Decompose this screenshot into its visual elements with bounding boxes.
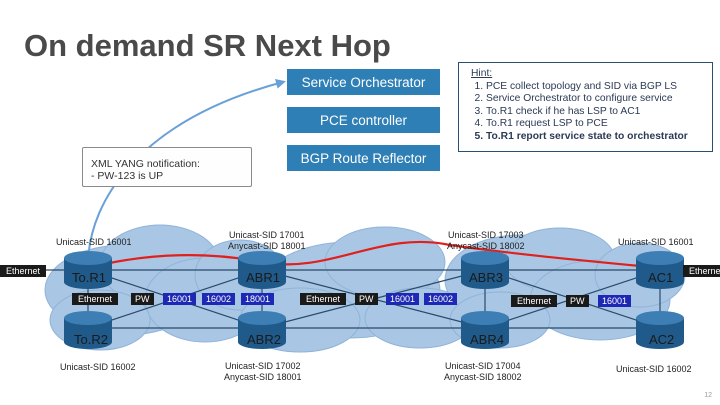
- hint-item: To.R1 check if he has LSP to AC1: [486, 106, 706, 119]
- packet3-ethernet: Ethernet: [511, 295, 558, 307]
- pce-controller-box: PCE controller: [287, 107, 440, 133]
- hint-box: Hint: PCE collect topology and SID via B…: [458, 62, 713, 152]
- ac2-sid-label: Unicast-SID 16002: [616, 364, 692, 374]
- hint-item: To.R1 request LSP to PCE: [486, 118, 706, 131]
- abr4-sid-label: Unicast-SID 17004 Anycast-SID 18002: [444, 361, 522, 383]
- router-ac1-name: AC1: [648, 270, 674, 285]
- notification-box: XML YANG notification: - PW-123 is UP: [82, 147, 252, 187]
- router-abr3-icon: [461, 251, 509, 289]
- abr3-unicast-sid: Unicast-SID 17003: [448, 230, 524, 240]
- edge-ethernet-left: Ethernet: [0, 265, 47, 277]
- notification-line: - PW-123 is UP: [91, 170, 164, 182]
- ac1-sid-label: Unicast-SID 16001: [618, 237, 694, 247]
- router-abr4-icon: [461, 311, 509, 349]
- abr3-anycast-sid: Anycast-SID 18002: [447, 241, 525, 251]
- hint-title: Hint:: [471, 68, 493, 79]
- router-abr2-name: ABR2: [247, 332, 281, 347]
- abr2-unicast-sid: Unicast-SID 17002: [225, 361, 301, 371]
- service-orchestrator-box: Service Orchestrator: [287, 69, 440, 95]
- router-abr4-name: ABR4: [470, 332, 504, 347]
- abr2-anycast-sid: Anycast-SID 18001: [224, 372, 302, 382]
- lsp-path: [87, 240, 661, 270]
- abr1-anycast-sid: Anycast-SID 18001: [228, 241, 306, 251]
- router-tor1-name: To.R1: [72, 270, 106, 285]
- router-tor1-icon: [64, 251, 112, 289]
- packet1-sid: 16002: [202, 293, 236, 305]
- tor1-sid-label: Unicast-SID 16001: [56, 237, 132, 247]
- hint-item: Service Orchestrator to configure servic…: [486, 93, 706, 106]
- hint-item: PCE collect topology and SID via BGP LS: [486, 81, 706, 94]
- packet2-sid: 16001: [386, 293, 420, 305]
- packet2-sid: 16002: [424, 293, 458, 305]
- bgp-route-reflector-box: BGP Route Reflector: [287, 145, 440, 171]
- packet2-pw: PW: [355, 293, 378, 305]
- abr2-sid-label: Unicast-SID 17002 Anycast-SID 18001: [224, 361, 302, 383]
- packet3-sid: 16001: [598, 295, 632, 307]
- packet1-sid: 18001: [241, 293, 275, 305]
- router-icons: [64, 251, 684, 349]
- router-abr1-icon: [238, 251, 286, 289]
- router-tor2-icon: [64, 311, 112, 349]
- packet2-ethernet: Ethernet: [300, 293, 347, 305]
- abr4-unicast-sid: Unicast-SID 17004: [445, 361, 521, 371]
- hint-item: To.R1 report service state to orchestrat…: [486, 131, 706, 144]
- router-abr3-name: ABR3: [469, 270, 503, 285]
- abr1-unicast-sid: Unicast-SID 17001: [229, 230, 305, 240]
- edge-ethernet-right: Ethernet: [683, 265, 720, 277]
- router-ac2-name: AC2: [649, 332, 675, 347]
- packet1-sid: 16001: [163, 293, 197, 305]
- packet1-pw: PW: [131, 293, 154, 305]
- notification-line: XML YANG notification:: [91, 158, 200, 170]
- abr3-sid-label: Unicast-SID 17003 Anycast-SID 18002: [447, 230, 525, 252]
- router-abr1-name: ABR1: [246, 270, 280, 285]
- page-number: 12: [704, 392, 712, 399]
- packet3-pw: PW: [566, 295, 589, 307]
- router-tor2-name: To.R2: [74, 332, 108, 347]
- abr4-anycast-sid: Anycast-SID 18002: [444, 372, 522, 382]
- page-title: On demand SR Next Hop: [24, 28, 391, 63]
- hint-list: PCE collect topology and SID via BGP LS …: [471, 81, 706, 144]
- router-abr2-icon: [238, 311, 286, 349]
- packet1-ethernet: Ethernet: [72, 293, 119, 305]
- router-ac1-icon: [636, 251, 684, 289]
- network-cloud: [44, 224, 686, 353]
- abr1-sid-label: Unicast-SID 17001 Anycast-SID 18001: [228, 230, 306, 252]
- tor2-sid-label: Unicast-SID 16002: [60, 362, 136, 372]
- router-ac2-icon: [636, 311, 684, 349]
